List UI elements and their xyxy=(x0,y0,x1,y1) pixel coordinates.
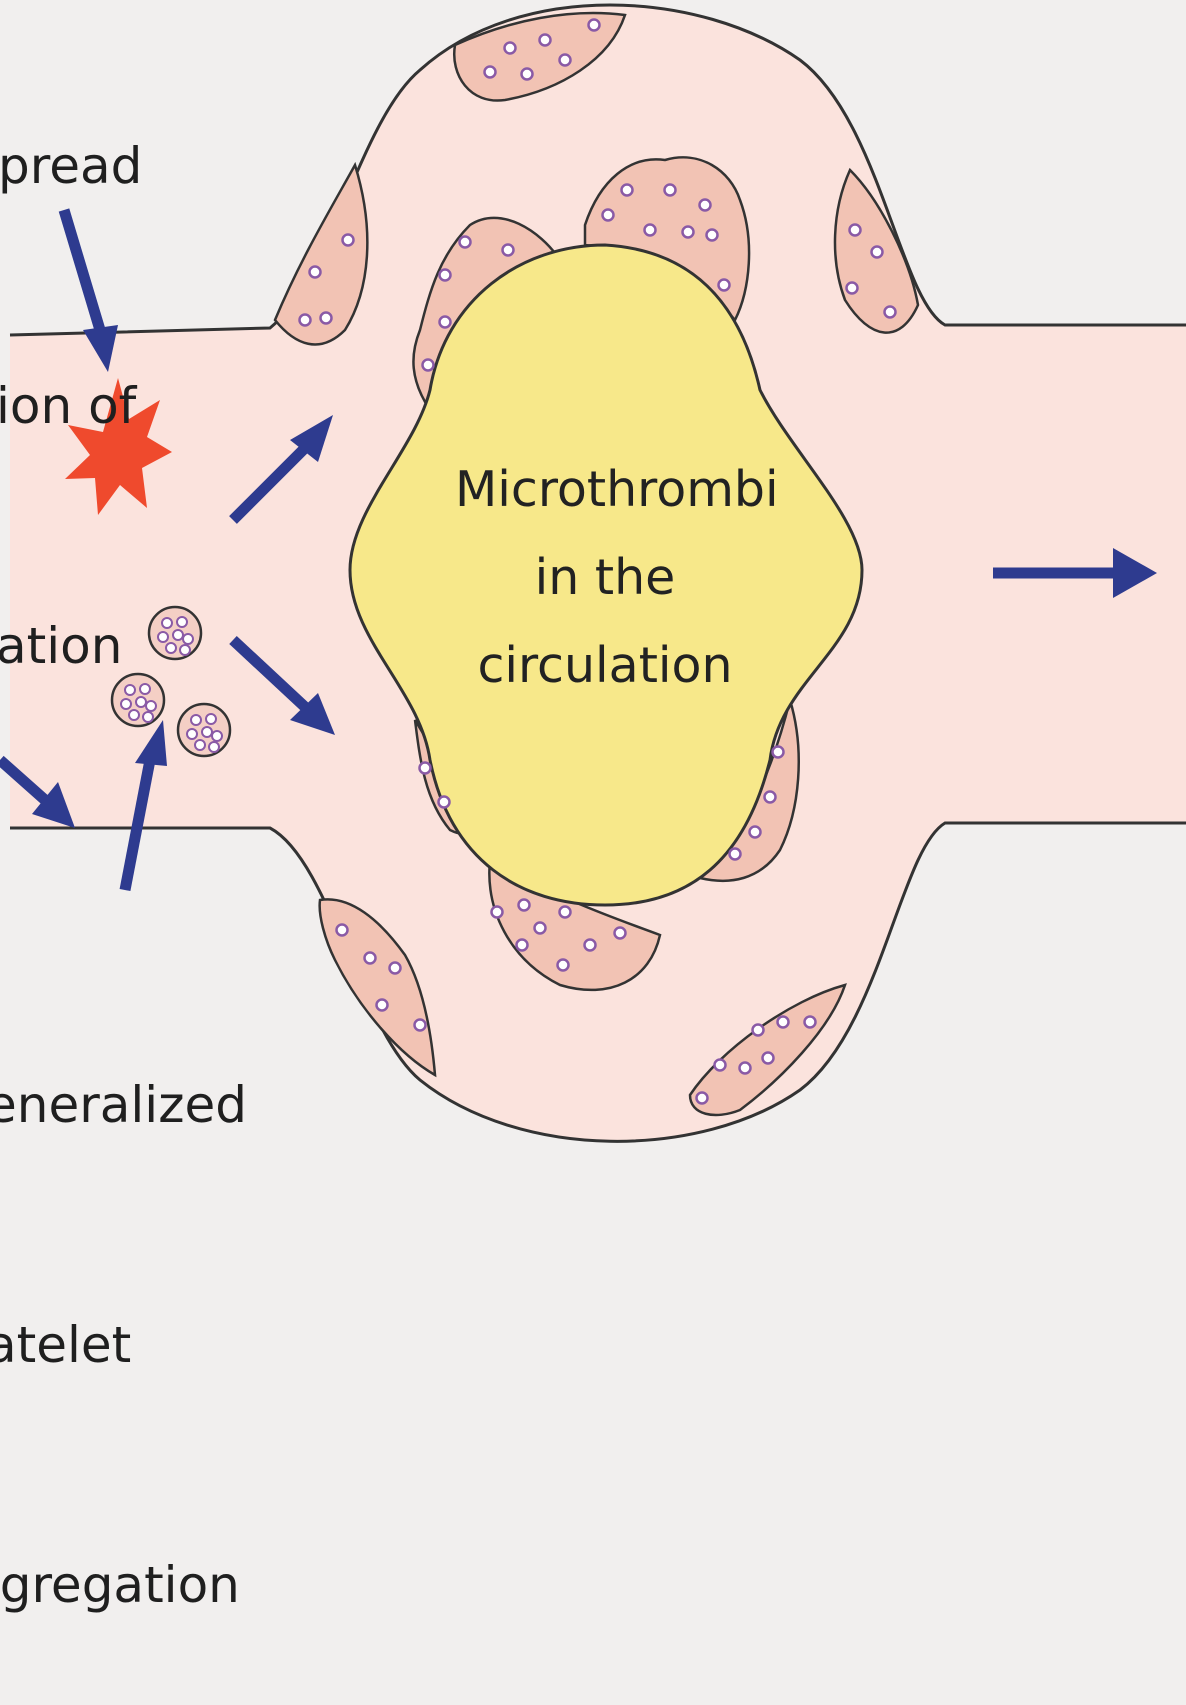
label-top-line-3: ation xyxy=(0,606,142,686)
label-top-line-1: pread xyxy=(0,126,142,206)
clot-label-line-1: Microthrombi xyxy=(455,446,755,534)
label-bottom-line-2: atelet xyxy=(0,1305,247,1385)
label-bottom-line-1: eneralized xyxy=(0,1065,247,1145)
label-top: pread ion of ation xyxy=(8,0,142,766)
label-top-line-2: ion of xyxy=(0,366,142,446)
clot-label: Microthrombi in the circulation xyxy=(455,446,755,710)
platelet-icon xyxy=(149,607,201,659)
platelet-icon xyxy=(178,704,230,756)
label-bottom: eneralized atelet ggregation xyxy=(0,905,247,1705)
clot-label-line-3: circulation xyxy=(455,622,755,710)
label-bottom-line-3: ggregation xyxy=(0,1545,247,1625)
clot-label-line-2: in the xyxy=(455,534,755,622)
